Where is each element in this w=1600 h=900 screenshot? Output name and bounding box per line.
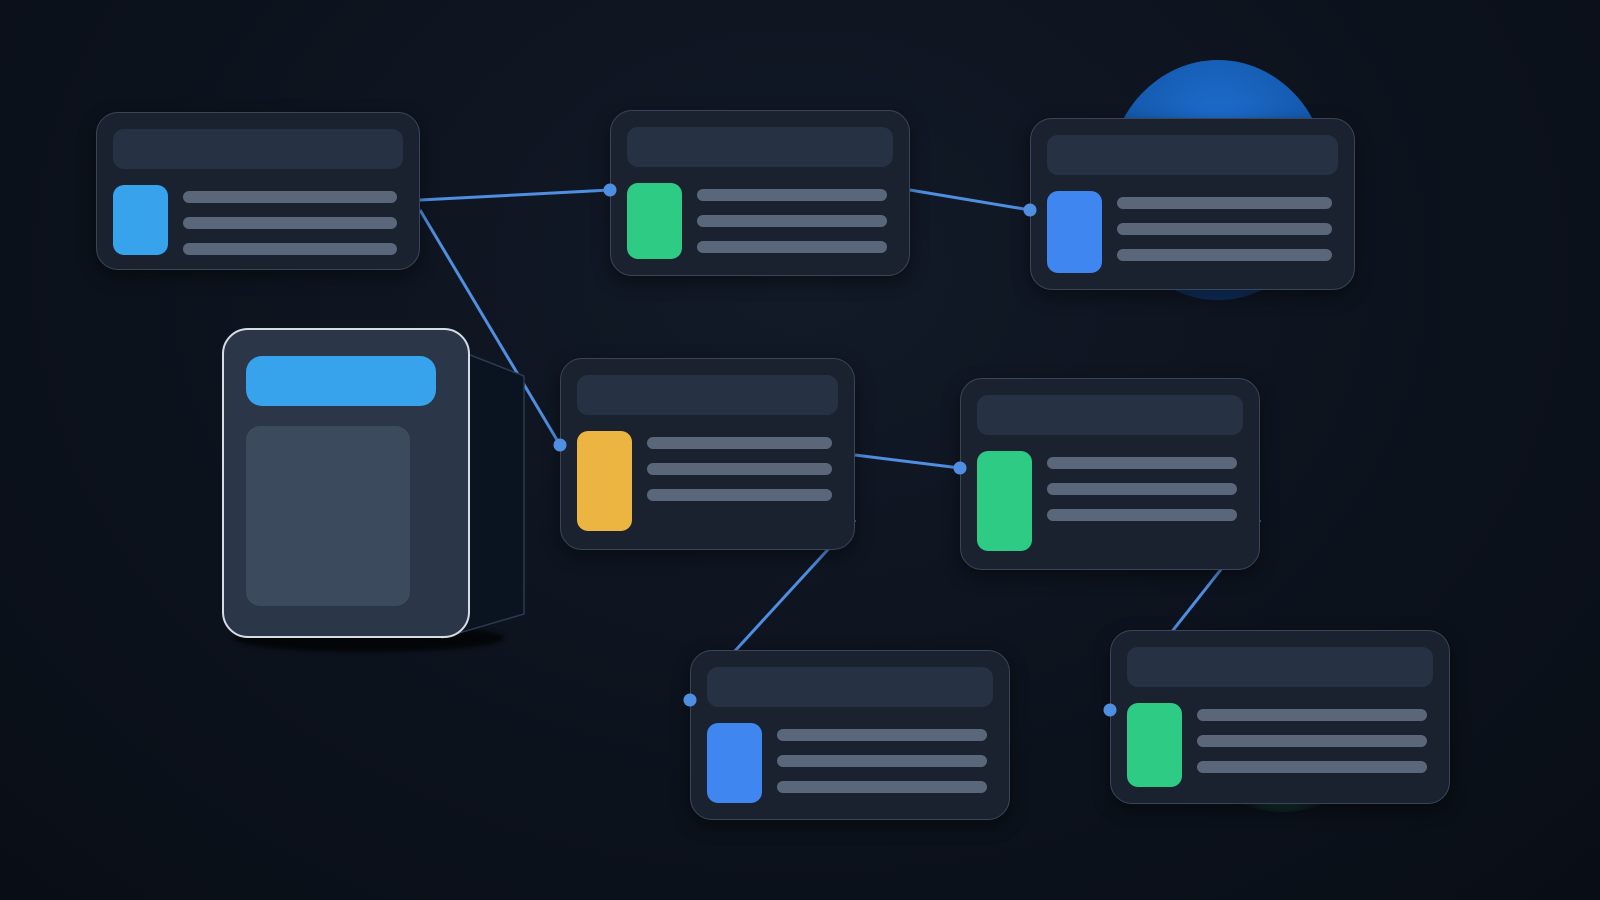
node-text-line — [1117, 249, 1332, 261]
connector-node-4-node-5 — [854, 453, 961, 470]
node-text-line — [1197, 761, 1427, 773]
node-card-1[interactable] — [96, 112, 420, 270]
device-header-bar — [246, 356, 436, 406]
node-text-line — [1047, 483, 1237, 495]
node-card-4[interactable] — [560, 358, 855, 550]
node-text-line — [1197, 735, 1427, 747]
device-front — [222, 328, 470, 638]
node-text-line — [777, 755, 987, 767]
node-text-line — [183, 243, 397, 255]
node-color-swatch — [1127, 703, 1182, 787]
node-header-bar — [577, 375, 838, 415]
connector-node-1-node-2 — [419, 188, 611, 202]
node-text-line — [1197, 709, 1427, 721]
node-header-bar — [627, 127, 893, 167]
node-text-line — [697, 189, 887, 201]
node-text-line — [183, 191, 397, 203]
node-text-line — [777, 781, 987, 793]
node-color-swatch — [1047, 191, 1102, 273]
node-header-bar — [1047, 135, 1338, 175]
node-card-3[interactable] — [1030, 118, 1355, 290]
node-color-swatch — [113, 185, 168, 255]
node-card-2[interactable] — [610, 110, 910, 276]
node-header-bar — [1127, 647, 1433, 687]
node-card-7[interactable] — [1110, 630, 1450, 804]
node-color-swatch — [627, 183, 682, 259]
node-text-line — [647, 489, 832, 501]
node-text-line — [1047, 509, 1237, 521]
node-color-swatch — [707, 723, 762, 803]
node-header-bar — [707, 667, 993, 707]
node-text-line — [1117, 223, 1332, 235]
node-text-line — [183, 217, 397, 229]
node-text-line — [647, 463, 832, 475]
connector-node-2-node-3 — [909, 188, 1031, 212]
node-color-swatch — [577, 431, 632, 531]
connector-node-1-node-4 — [418, 209, 562, 446]
node-header-bar — [977, 395, 1243, 435]
node-color-swatch — [977, 451, 1032, 551]
node-header-bar — [113, 129, 403, 169]
node-text-line — [697, 215, 887, 227]
node-text-line — [1047, 457, 1237, 469]
device-screen-panel — [246, 426, 410, 606]
node-text-line — [647, 437, 832, 449]
node-text-line — [697, 241, 887, 253]
server-device-icon — [222, 328, 532, 658]
node-card-5[interactable] — [960, 378, 1260, 570]
node-text-line — [1117, 197, 1332, 209]
node-card-6[interactable] — [690, 650, 1010, 820]
node-text-line — [777, 729, 987, 741]
